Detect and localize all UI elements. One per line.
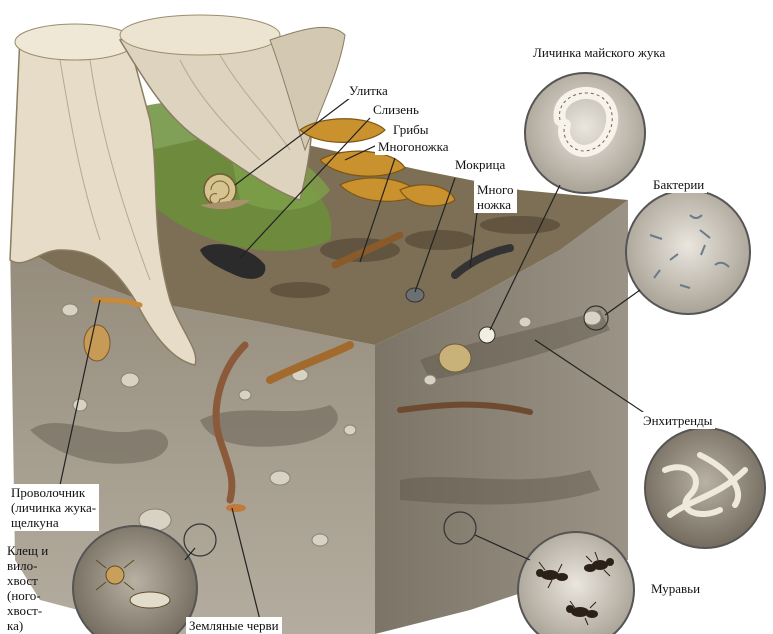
label-may-beetle-larva: Личинка майского жука (530, 44, 668, 61)
magnifier-enchytraeids (645, 428, 765, 548)
label-wireworm: Проволочник (личинка жука- щелкуна (8, 484, 99, 531)
label-centipede: Многоножка (375, 138, 452, 155)
larva-small (479, 327, 495, 343)
magnifier-ants (518, 532, 634, 634)
label-woodlouse: Мокрица (452, 156, 508, 173)
magnifier-may-beetle-larva (525, 73, 645, 193)
label-mite-springtail: Клещ и вило- хвост (ного- хвост- ка) (4, 542, 51, 634)
label-ants: Муравьи (648, 580, 703, 597)
woodlouse (406, 288, 424, 302)
grub-bottom (226, 504, 246, 512)
label-millipede: Много ножка (474, 181, 517, 213)
stump-top-cut (15, 24, 135, 60)
label-slug: Слизень (370, 101, 422, 118)
pupa-right (439, 344, 471, 372)
magnifier-bacteria (626, 190, 750, 314)
label-fungi: Грибы (390, 121, 432, 138)
label-bacteria: Бактерии (650, 176, 707, 193)
label-snail: Улитка (346, 82, 391, 99)
label-earthworms: Земляные черви (186, 617, 282, 634)
label-enchytraeids: Энхитренды (640, 412, 715, 429)
stump-right-top (120, 15, 280, 55)
